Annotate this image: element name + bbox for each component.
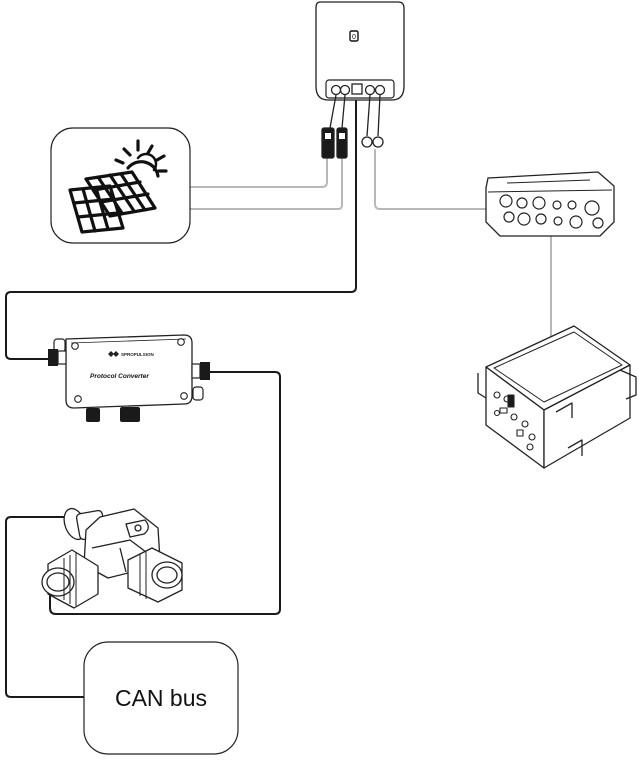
- battery-side: [543, 364, 631, 469]
- wire-inverter-converter: [5, 91, 357, 360]
- protocol-converter: SPROPULSION Protocol Converter: [48, 334, 210, 422]
- battery: [477, 325, 637, 469]
- inverter-indicator: [349, 30, 359, 42]
- converter-body: [65, 334, 193, 409]
- sun-icon: [114, 139, 168, 178]
- converter-logo-icon: [108, 351, 119, 357]
- solar-panel-box: [50, 127, 191, 244]
- wire-inverter-junction: [374, 149, 487, 210]
- wire-solar-upper: [189, 157, 328, 188]
- t-connector: [41, 507, 183, 609]
- wires: [5, 91, 552, 698]
- can-bus-box: CAN bus: [83, 641, 239, 755]
- inverter: 0: [315, 1, 405, 159]
- ring-terminals: [361, 94, 384, 148]
- converter-title: Protocol Converter: [90, 373, 149, 380]
- junction-box: [485, 171, 615, 237]
- wire-tconnector-canbus: [5, 516, 85, 698]
- inverter-indicator-label: 0: [352, 34, 356, 41]
- can-bus-frame: [83, 641, 239, 755]
- mc4-connectors: [321, 94, 348, 159]
- can-bus-label: CAN bus: [115, 685, 207, 711]
- inverter-body: [315, 1, 405, 101]
- solar-panel-icon: [68, 170, 157, 234]
- wire-converter-tconnector: [49, 371, 281, 615]
- converter-right-gland: [191, 362, 210, 380]
- converter-brand: SPROPULSION: [121, 352, 154, 357]
- wire-solar-lower: [189, 157, 343, 210]
- converter-left-gland: [48, 349, 67, 366]
